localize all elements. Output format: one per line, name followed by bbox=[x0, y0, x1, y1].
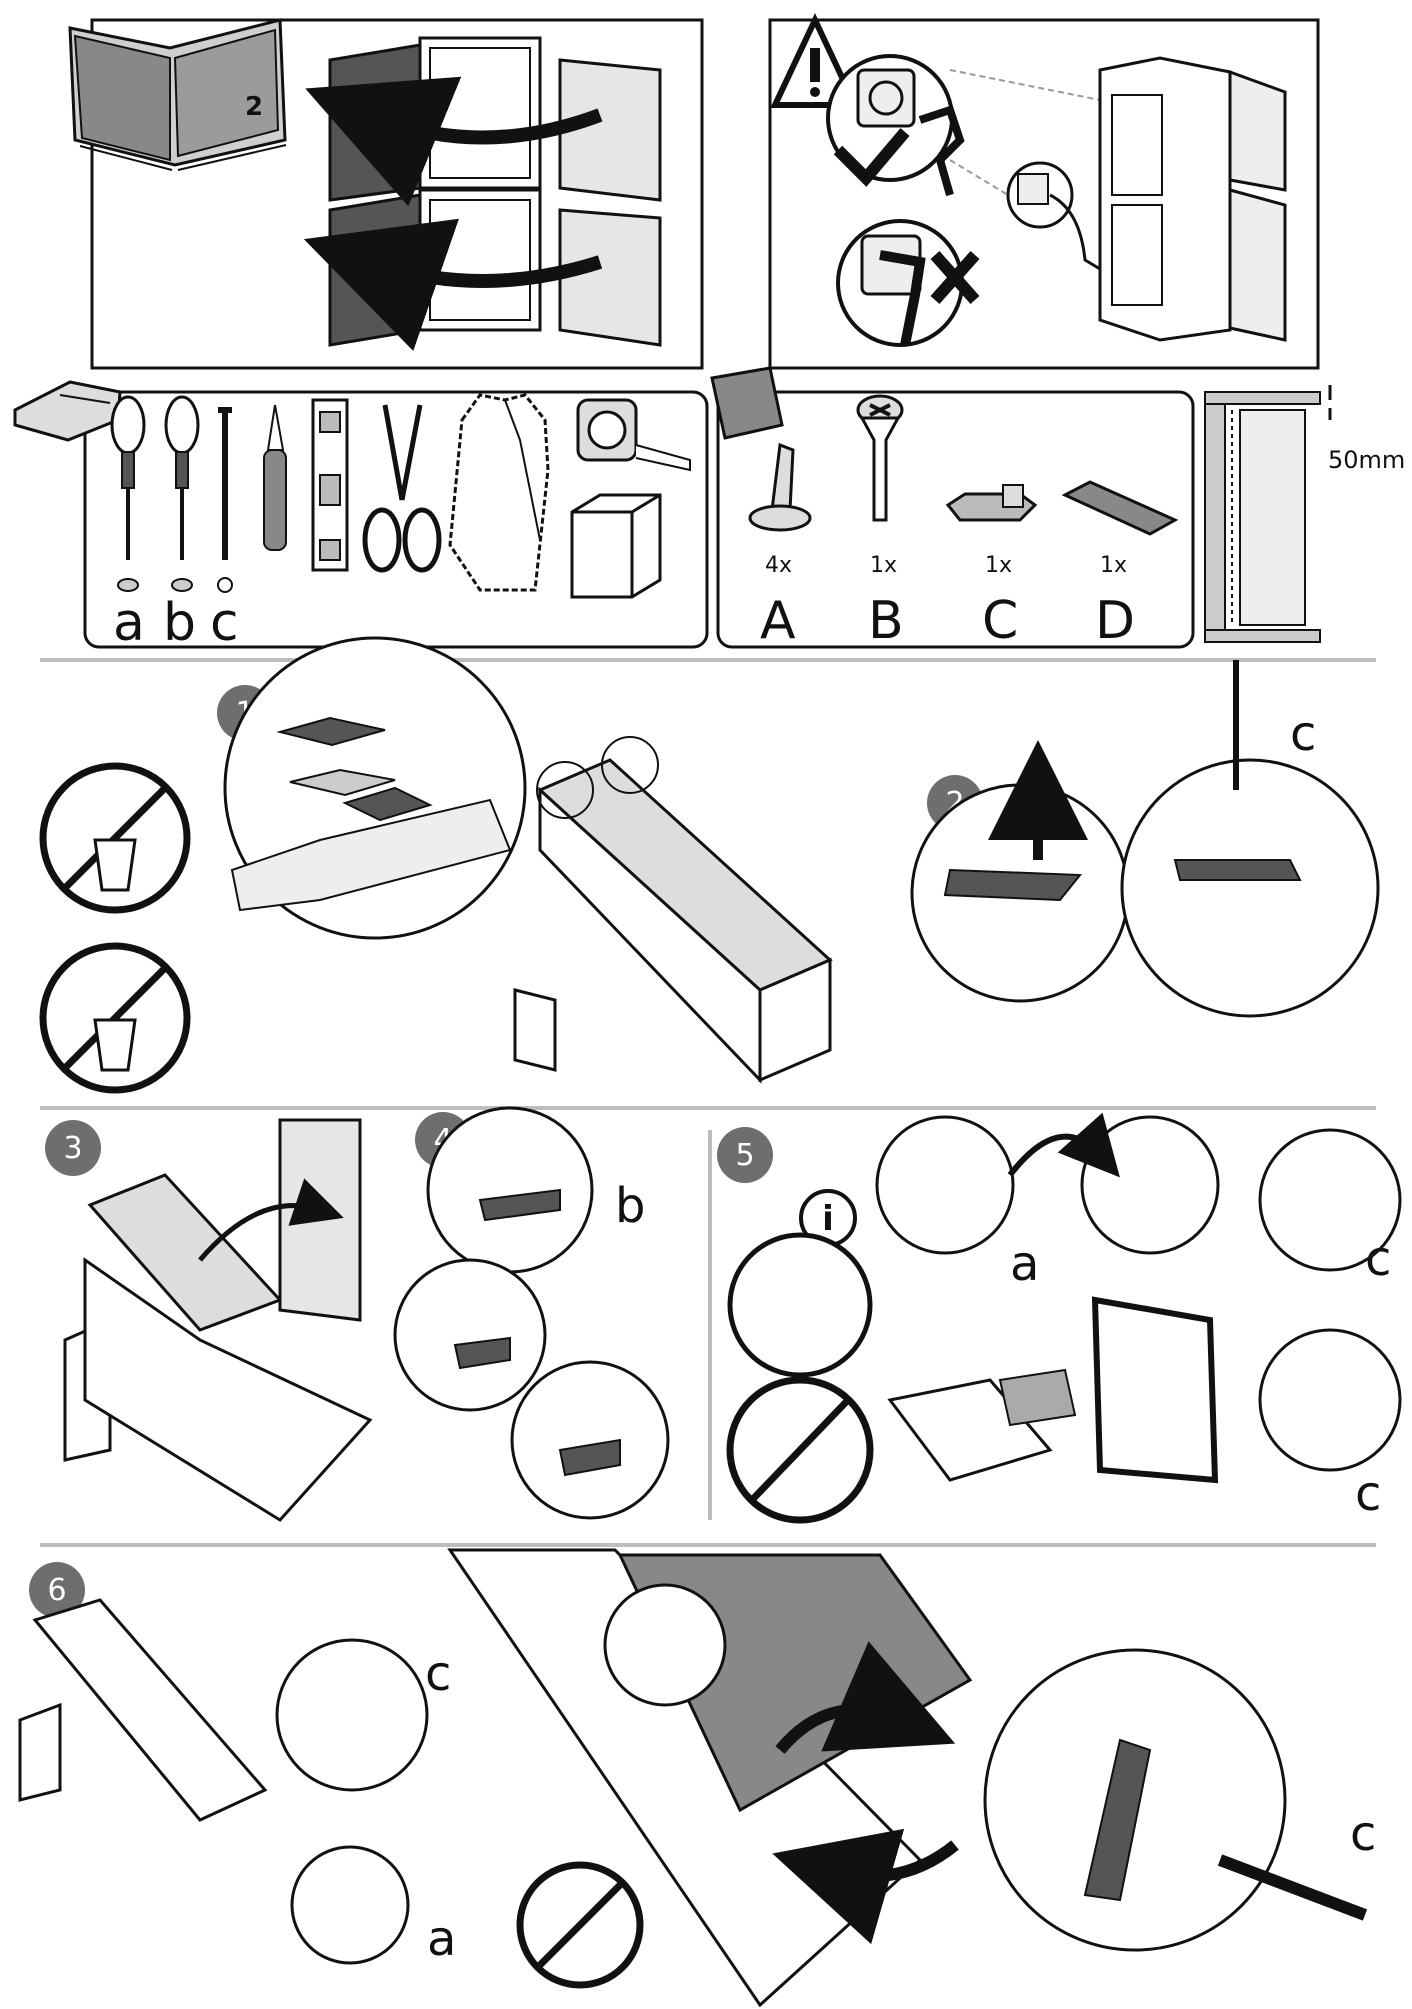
parts-letters: A B C D bbox=[760, 591, 1135, 651]
step-5-group: 5 i a c c bbox=[717, 1112, 1402, 1524]
hinge-cap-block-icon bbox=[945, 484, 1038, 522]
warning-triangle-icon bbox=[770, 12, 860, 108]
wood-block-icon bbox=[570, 493, 662, 599]
screw-icon bbox=[856, 394, 904, 522]
bit-label-a: a bbox=[113, 593, 145, 653]
no-trash-warning-group bbox=[39, 762, 191, 1094]
flat-screwdriver-icon bbox=[110, 395, 146, 592]
step-1-group: 1 bbox=[217, 636, 527, 940]
step-3-group: 3 bbox=[45, 1118, 373, 1522]
step-2-group: 2 c bbox=[910, 660, 1380, 1018]
plastic-rivet-icon bbox=[748, 442, 812, 532]
step-number-6: 6 bbox=[47, 1573, 66, 1608]
step-6-group: 6 c a c bbox=[18, 1548, 1376, 2008]
manual-page-number: 2 bbox=[245, 92, 263, 122]
step-2-detail-circle-right bbox=[1120, 758, 1380, 1018]
knife-icon bbox=[263, 404, 287, 551]
step-number-3: 3 bbox=[63, 1131, 82, 1166]
gloves-icon bbox=[448, 393, 550, 592]
step-badge-3 bbox=[45, 1120, 101, 1176]
part-b-qty: 1x bbox=[870, 553, 897, 578]
wall-socket-icon bbox=[1006, 161, 1111, 277]
step-number-5: 5 bbox=[735, 1138, 754, 1173]
parts-panel: 4x 1x 1x 1x A B C D bbox=[710, 366, 1195, 651]
manual-book-icon: 2 bbox=[68, 18, 287, 171]
clearance-diagram: 50mm bbox=[1204, 385, 1405, 643]
hex-key-icon bbox=[217, 407, 233, 593]
step5-tool-label-c1: c bbox=[1365, 1231, 1391, 1287]
cover-plate-icon bbox=[1061, 480, 1179, 536]
bit-labels: a b c bbox=[113, 593, 239, 653]
parts-qty: 4x 1x 1x 1x bbox=[765, 553, 1127, 578]
toolbox-icon bbox=[13, 380, 122, 442]
step-4-group: 4 b bbox=[393, 1106, 670, 1520]
unplug-warning-panel bbox=[768, 12, 1320, 370]
part-c-letter: C bbox=[982, 591, 1018, 651]
clearance-gap-label: 50mm bbox=[1328, 446, 1405, 474]
spirit-level-icon bbox=[311, 398, 349, 572]
step5-tool-label-a: a bbox=[1010, 1236, 1039, 1292]
step5-tool-label-c2: c bbox=[1355, 1466, 1381, 1522]
svg-text:i: i bbox=[822, 1199, 834, 1239]
checkmark-icon bbox=[833, 128, 910, 187]
step-badge-5 bbox=[717, 1127, 773, 1183]
part-b-letter: B bbox=[868, 591, 904, 651]
part-c-qty: 1x bbox=[985, 553, 1012, 578]
parts-bag-icon bbox=[710, 366, 784, 440]
fridge-tilted-step1 bbox=[513, 736, 833, 1084]
tape-measure-icon bbox=[576, 398, 691, 472]
scissors-icon bbox=[362, 404, 442, 573]
trash-bin-icon bbox=[93, 1018, 137, 1072]
step6-tool-label-c1: c bbox=[425, 1646, 451, 1702]
fridge-open-icon bbox=[1098, 56, 1287, 342]
part-d-qty: 1x bbox=[1100, 553, 1127, 578]
step-badge-6 bbox=[29, 1562, 85, 1618]
door-reversal-panel: 2 bbox=[68, 18, 704, 370]
step2-tool-label: c bbox=[1290, 706, 1316, 762]
bit-label-b: b bbox=[163, 593, 196, 653]
part-a-qty: 4x bbox=[765, 553, 792, 578]
move-door-arrow-top bbox=[305, 76, 603, 207]
pull-cord-wrong-icon bbox=[836, 219, 980, 347]
step4-tool-label: b bbox=[615, 1178, 645, 1234]
fridge-door-diagram bbox=[303, 36, 662, 352]
step6-tool-label-c2: c bbox=[1350, 1806, 1376, 1862]
step6-tool-label-a: a bbox=[427, 1911, 456, 1967]
bit-label-c: c bbox=[210, 593, 239, 653]
plug-in-correct-icon bbox=[826, 54, 965, 197]
part-a-letter: A bbox=[760, 591, 796, 651]
cross-icon bbox=[930, 251, 980, 304]
move-door-arrow-bottom bbox=[303, 218, 603, 352]
phillips-screwdriver-icon bbox=[164, 395, 200, 592]
tools-panel: a b c bbox=[13, 380, 709, 653]
trash-bin-icon bbox=[93, 838, 137, 892]
part-d-letter: D bbox=[1095, 591, 1135, 651]
